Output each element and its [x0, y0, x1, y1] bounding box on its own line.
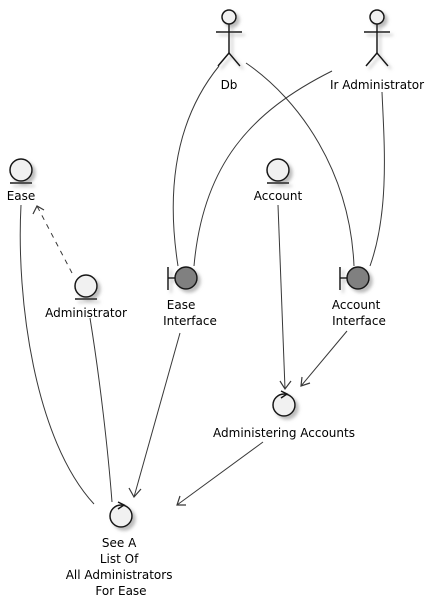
edge-account-interface-administering: [300, 330, 348, 387]
entity-icon: [9, 158, 33, 184]
edge-administering-see-list: [176, 441, 264, 506]
boundary-ease-interface-label: Ease Interface: [163, 298, 217, 328]
edges: [19, 62, 385, 506]
boundary-icon: [339, 266, 370, 290]
arrowhead-see-list-from-administering: [176, 495, 186, 506]
control-see-list[interactable]: [109, 501, 133, 528]
actor-icon: [364, 9, 390, 67]
entity-icon: [266, 158, 290, 184]
boundary-ease-interface[interactable]: [167, 266, 198, 290]
edge-db-account-interface: [245, 62, 355, 267]
control-see-list-label: See A List Of All Administrators For Eas…: [66, 536, 177, 598]
boundary-icon: [167, 266, 198, 290]
edge-ir-admin-account-interface: [369, 91, 385, 267]
control-icon: [272, 390, 296, 417]
arrowhead-ease: [32, 205, 45, 215]
arrowhead-administering-from-account: [279, 380, 292, 391]
boundary-account-interface[interactable]: [339, 266, 370, 290]
edge-ir-admin-ease-interface: [193, 70, 333, 267]
edge-ease-see-list: [19, 204, 95, 505]
actor-ir-administrator-label: Ir Administrator: [330, 78, 424, 92]
entity-administrator[interactable]: [74, 274, 98, 300]
arrowheads: [32, 205, 311, 506]
control-icon: [109, 501, 133, 528]
edge-db-ease-interface: [172, 65, 220, 267]
arrowhead-see-list-from-ease-interface: [128, 487, 142, 499]
entity-icon: [74, 274, 98, 300]
actor-icon: [216, 9, 242, 67]
actor-db-label: Db: [221, 78, 238, 92]
boundary-account-interface-label: Account Interface: [332, 298, 386, 328]
entity-ease-label: Ease: [7, 189, 36, 203]
edge-account-administering: [277, 204, 286, 390]
edge-administrator-see-list: [89, 317, 113, 503]
control-administering-accounts[interactable]: [272, 390, 296, 417]
edge-ease-interface-see-list: [133, 332, 181, 498]
arrowhead-administering-from-account-interface: [300, 376, 311, 387]
actor-db[interactable]: [216, 9, 242, 67]
entity-administrator-label: Administrator: [45, 306, 127, 320]
actor-ir-administrator[interactable]: [364, 9, 390, 67]
control-administering-accounts-label: Administering Accounts: [213, 426, 355, 440]
entity-ease[interactable]: [9, 158, 33, 184]
entity-account[interactable]: [266, 158, 290, 184]
edge-administrator-ease: [36, 205, 73, 274]
entity-account-label: Account: [254, 189, 303, 203]
